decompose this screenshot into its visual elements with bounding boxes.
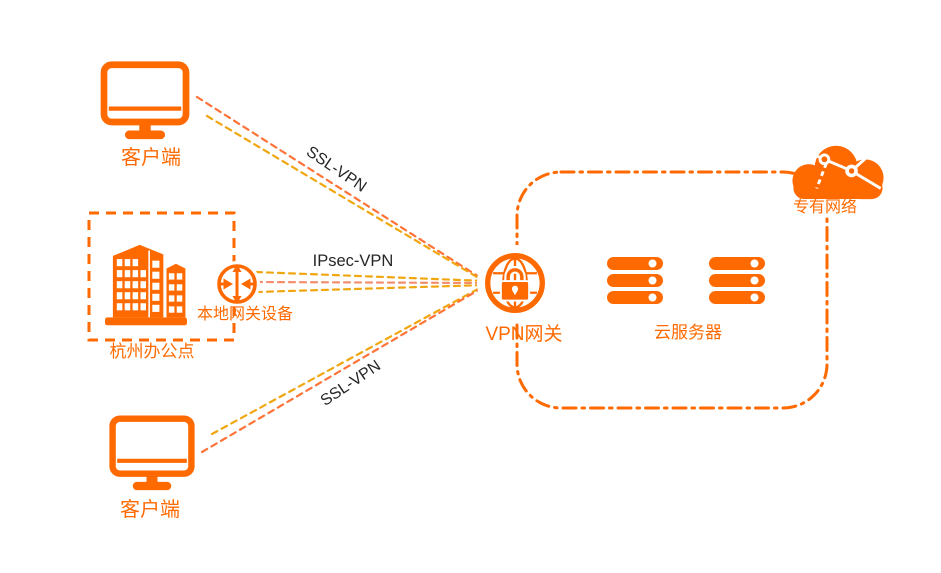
ssl-vpn-top-line-yellow	[205, 114, 489, 285]
vpc-boundary-box	[515, 170, 829, 410]
ssl-vpn-bottom-line-yellow	[210, 282, 489, 436]
vpc-label: 专有网络	[789, 199, 861, 217]
vpn-gateway-label: VPN网关	[485, 324, 563, 345]
ipsec-vpn-line-salmon	[254, 280, 488, 285]
monitor-icon	[99, 60, 191, 147]
ipsec-vpn-label: IPsec-VPN	[312, 252, 394, 270]
ipsec-vpn-line-yellow-1	[254, 270, 488, 283]
server-stack-icon	[709, 257, 765, 310]
server-stack-icon	[607, 257, 663, 310]
client-bottom-label: 客户端	[120, 499, 180, 521]
vpc-cloud-icon	[779, 138, 897, 207]
cloud-servers-label: 云服务器	[654, 323, 722, 342]
ipsec-vpn-line-yellow-2	[254, 283, 488, 294]
local-gateway-label: 本地网关设备	[196, 306, 294, 323]
ssl-vpn-bottom-line-orange	[200, 283, 489, 454]
client-top-label: 客户端	[121, 147, 181, 169]
office-building-icon	[105, 220, 187, 341]
monitor-icon	[108, 414, 196, 498]
router-icon	[213, 260, 261, 313]
office-label: 杭州办公点	[109, 342, 195, 361]
ssl-vpn-top-line-orange	[195, 95, 489, 284]
vpn-gateway-globe-lock-icon	[476, 244, 554, 327]
